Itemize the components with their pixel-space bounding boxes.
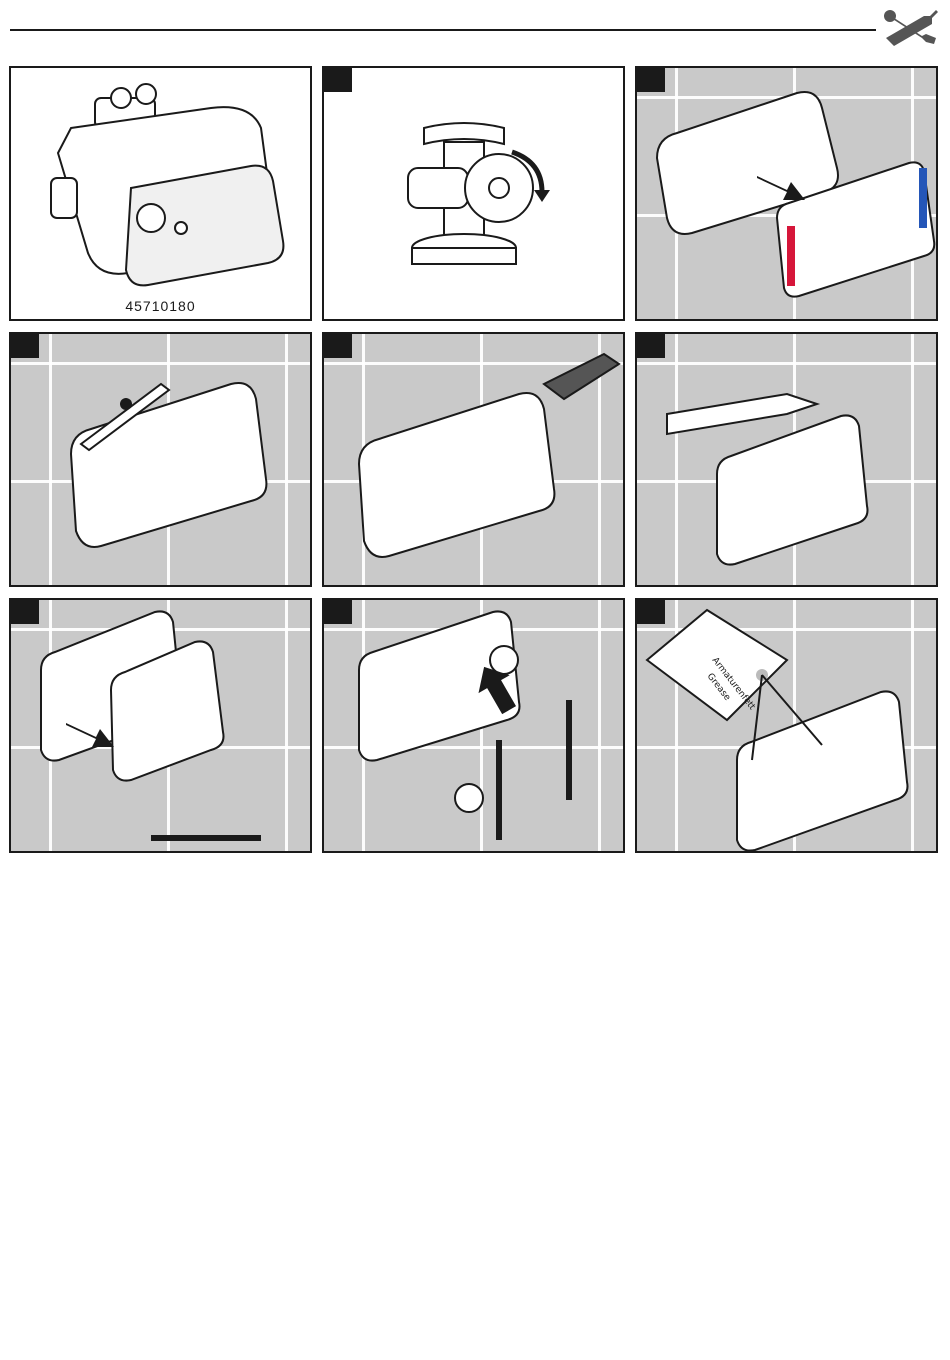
valve-closure-illustration: [324, 68, 623, 319]
install-cartridges-illustration: [324, 600, 623, 851]
wrench-screwdriver-icon: [882, 8, 940, 48]
part-number: 45710180: [11, 298, 310, 314]
hot-marker: [787, 226, 795, 286]
apply-sealant-illustration: [11, 334, 310, 585]
cut-illustration: [324, 334, 623, 585]
disassemble-illustration: [11, 600, 310, 851]
panel-8: [322, 598, 625, 853]
cold-marker: [919, 168, 927, 228]
panel-9: Armaturenfett Grease: [635, 598, 938, 853]
remove-plaster-guard-illustration: [637, 68, 936, 319]
grease-application-illustration: Armaturenfett Grease: [637, 600, 936, 851]
mixing-box-illustration: [11, 68, 310, 319]
panel-1: 45710180: [9, 66, 312, 321]
panel-6: [635, 332, 938, 587]
panel-7: [9, 598, 312, 853]
panel-2: [322, 66, 625, 321]
header-rule: [10, 29, 876, 31]
panel-3: [635, 66, 938, 321]
panel-4: [9, 332, 312, 587]
caulk-gun-illustration: [637, 334, 936, 585]
panel-5: [322, 332, 625, 587]
